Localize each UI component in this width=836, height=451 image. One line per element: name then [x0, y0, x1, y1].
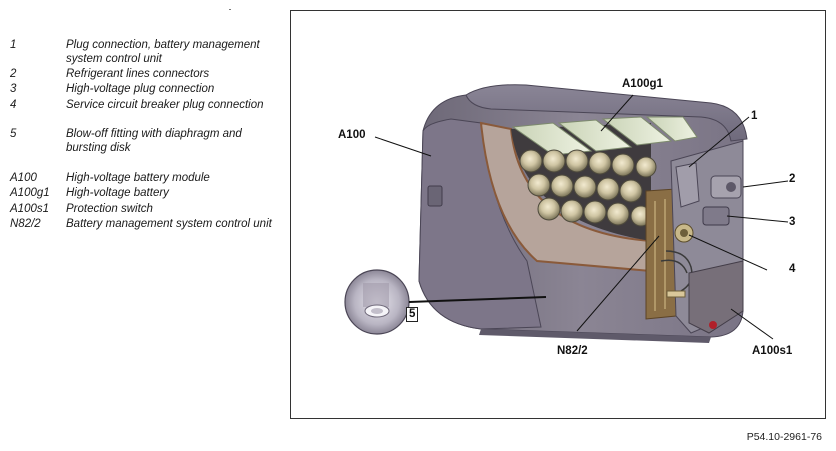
- leader-lines: [374, 94, 789, 340]
- protection-switch: [688, 260, 744, 334]
- legend-key: A100g1: [10, 187, 50, 199]
- legend-key: 5: [10, 128, 17, 140]
- callout-a100g1: A100g1: [622, 78, 663, 90]
- callout-a100: A100: [338, 129, 366, 141]
- legend-text: High-voltage battery module: [66, 172, 210, 184]
- figure-reference-number: P54.10-2961-76: [746, 431, 822, 443]
- refrigerant-connectors: [710, 175, 742, 199]
- housing-lid: [465, 84, 748, 142]
- legend-text: Refrigerant lines connectors: [66, 68, 210, 80]
- cell-strips: [511, 116, 698, 156]
- wiring: [665, 250, 693, 292]
- legend-text: High-voltage battery: [66, 187, 169, 199]
- legend-key: 1: [10, 39, 17, 51]
- legend-key: 2: [10, 68, 17, 80]
- housing-front-wall: [418, 118, 542, 330]
- legend-key: N82/2: [10, 218, 41, 230]
- callout-4: 4: [789, 263, 796, 275]
- callout-2: 2: [789, 173, 796, 185]
- red-fitting: [709, 321, 717, 329]
- callout-a100s1: A100s1: [752, 345, 793, 357]
- legend-key: 4: [10, 99, 17, 111]
- legend-key: 3: [10, 83, 17, 95]
- legend-key: A100: [10, 172, 37, 184]
- detail-leader: [408, 296, 547, 303]
- housing-base: [479, 329, 711, 343]
- bms-board: [645, 188, 677, 320]
- legend-text: Service circuit breaker plug connection: [66, 99, 264, 111]
- legend-text: Blow-off fitting with diaphragm and burs…: [66, 128, 242, 154]
- legend-text: Plug connection, battery management syst…: [66, 39, 260, 65]
- callout-1: 1: [751, 110, 758, 122]
- legend-key: A100s1: [10, 203, 50, 215]
- legend-text: Protection switch: [66, 203, 153, 215]
- service-plug: [674, 223, 694, 243]
- battery-illustration-frame: A100g1 A100 1 2 3 4 5 N82/2 A100s1: [290, 10, 826, 419]
- legend: 1 Plug connection, battery management sy…: [0, 0, 288, 451]
- legend-text: Battery management system control unit: [66, 218, 272, 230]
- scan-mark: [229, 9, 231, 10]
- callout-3: 3: [789, 216, 796, 228]
- hv-plug: [702, 206, 730, 226]
- callout-n82-2: N82/2: [557, 345, 588, 357]
- battery-illustration: [344, 84, 789, 343]
- bms-plug-connection: [675, 162, 700, 208]
- legend-text: High-voltage plug connection: [66, 83, 215, 95]
- callout-5: 5: [406, 307, 419, 322]
- mounting-bracket: [427, 185, 443, 207]
- battery-cells: [519, 149, 657, 227]
